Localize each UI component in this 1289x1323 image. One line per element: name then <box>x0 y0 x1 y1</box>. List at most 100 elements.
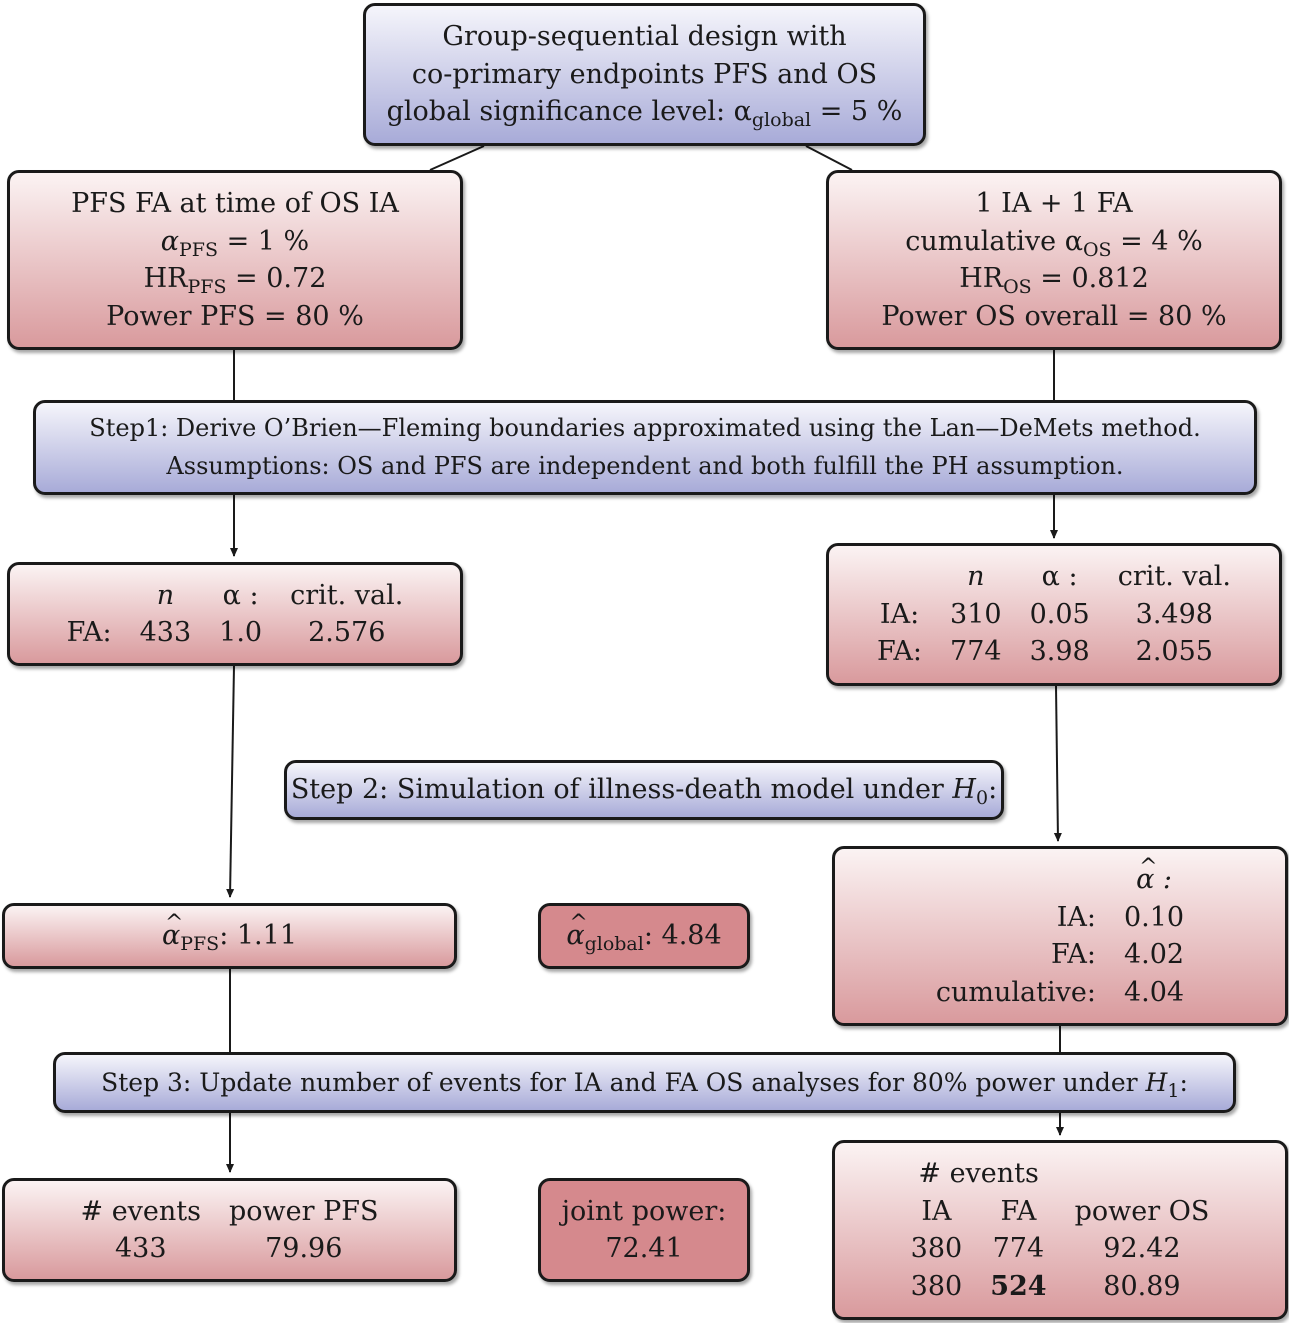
step3-box: Step 3: Update number of events for IA a… <box>53 1052 1236 1113</box>
os-hr: HROS = 0.812 <box>959 263 1149 298</box>
table-row: FA: 774 3.98 2.055 <box>863 633 1245 671</box>
os-design-box: 1 IA + 1 FA cumulative αOS = 4 % HROS = … <box>826 170 1282 350</box>
os-bounds-table: n α : crit. val. IA: 310 0.05 3.498 FA: … <box>863 558 1245 671</box>
table-cell: 380 <box>910 1233 963 1264</box>
os-design-title: 1 IA + 1 FA <box>975 188 1133 219</box>
table-row: cumulative: 4.04 <box>922 974 1198 1012</box>
pfs-simulated-alpha: αPFS: 1.11 <box>162 905 297 955</box>
table-header-row: n α : crit. val. <box>863 558 1245 596</box>
table-header-cell <box>863 558 936 596</box>
table-header-cell: n <box>967 561 985 593</box>
table-header-cell: α : <box>222 579 259 611</box>
step1-title: Step1: Derive O’Brien—Fleming boundaries… <box>89 414 1201 442</box>
joint-power-label: joint power: <box>561 1195 727 1227</box>
table-header-cell <box>53 577 126 615</box>
table-header-cell <box>922 861 1110 899</box>
table-header-row: # events power PFS <box>66 1193 392 1231</box>
table-header-cell: crit. val. <box>1117 561 1231 593</box>
pfs-power: Power PFS = 80 % <box>106 300 364 332</box>
os-simulated-alpha-table: α : IA: 0.10 FA: 4.02 cumulative: 4.04 <box>922 849 1198 1012</box>
table-cell: 4.04 <box>1123 976 1185 1008</box>
table-cell: 4.02 <box>1123 939 1185 970</box>
table-header-cell: crit. val. <box>290 579 404 611</box>
table-cell: FA: <box>1050 939 1096 970</box>
joint-power-value: 72.41 <box>605 1233 683 1264</box>
arrow-pfs-bounds-to-pfs-sim <box>226 665 235 898</box>
pfs-simulated-alpha-box: αPFS: 1.11 <box>2 903 457 969</box>
table-cell <box>1061 1155 1224 1193</box>
table-row: 433 79.96 <box>66 1230 392 1268</box>
joint-power-box: joint power: 72.41 <box>538 1178 750 1282</box>
table-cell: 80.89 <box>1103 1270 1181 1302</box>
table-title-row: # events <box>897 1155 1224 1193</box>
os-result-box: # events IA FA power OS 380 774 92.42 38… <box>832 1140 1288 1320</box>
design-endpoints: co-primary endpoints PFS and OS <box>411 58 878 90</box>
table-cell: 3.498 <box>1135 598 1213 630</box>
table-row: IA: 0.10 <box>922 899 1198 937</box>
arrow-os-bounds-to-os-sim <box>1053 685 1062 842</box>
events-title: # events <box>918 1158 1039 1189</box>
pfs-design-box: PFS FA at time of OS IA αPFS = 1 % HRPFS… <box>7 170 463 350</box>
table-cell: 2.576 <box>308 617 386 648</box>
os-power: Power OS overall = 80 % <box>881 300 1227 332</box>
table-cell: 774 <box>950 636 1002 668</box>
os-bounds-box: n α : crit. val. IA: 310 0.05 3.498 FA: … <box>826 543 1282 686</box>
table-row: FA: 433 1.0 2.576 <box>53 614 418 652</box>
table-header-cell: FA <box>1000 1195 1037 1227</box>
pfs-bounds-box: n α : crit. val. FA: 433 1.0 2.576 <box>7 562 463 666</box>
pfs-result-table: # events power PFS 433 79.96 <box>66 1193 392 1268</box>
table-header-row: α : <box>922 849 1198 899</box>
table-header-cell: IA <box>921 1195 952 1227</box>
pfs-result-box: # events power PFS 433 79.96 <box>2 1178 457 1282</box>
table-cell: 310 <box>950 598 1002 630</box>
table-cell: IA: <box>879 598 920 630</box>
step1-assumptions: Assumptions: OS and PFS are independent … <box>166 451 1124 480</box>
table-header-row: n α : crit. val. <box>53 577 418 615</box>
line-top-to-pfs <box>429 145 485 171</box>
table-cell: 92.42 <box>1103 1233 1181 1264</box>
line-top-to-os <box>805 145 853 171</box>
design-title: Group-sequential design with <box>442 21 847 53</box>
table-cell: 433 <box>139 617 192 648</box>
table-cell: 524 <box>990 1270 1047 1302</box>
table-cell: FA: <box>877 636 923 668</box>
pfs-hr: HRPFS = 0.72 <box>143 263 327 298</box>
table-cell: 1.0 <box>219 617 263 648</box>
table-row: 380 774 92.42 <box>897 1230 1224 1268</box>
table-row: 380 524 80.89 <box>897 1268 1224 1306</box>
design-overview-box: Group-sequential design with co-primary … <box>363 3 926 146</box>
table-cell: 0.05 <box>1029 598 1090 630</box>
table-header-cell: # events <box>80 1195 201 1227</box>
table-cell: cumulative: <box>935 976 1096 1008</box>
table-cell: 774 <box>992 1233 1045 1264</box>
table-header-row: IA FA power OS <box>897 1193 1224 1231</box>
pfs-bounds-table: n α : crit. val. FA: 433 1.0 2.576 <box>53 577 418 652</box>
os-result-table: # events IA FA power OS 380 774 92.42 38… <box>897 1155 1224 1305</box>
global-simulated-alpha: αglobal: 4.84 <box>566 905 721 955</box>
table-header-cell: n <box>156 579 175 611</box>
global-alpha: global significance level: αglobal = 5 % <box>386 96 903 132</box>
table-header-cell: α : <box>1041 561 1078 593</box>
step2-box: Step 2: Simulation of illness-death mode… <box>284 760 1004 820</box>
table-cell: 0.10 <box>1123 901 1185 933</box>
table-cell: 79.96 <box>265 1233 343 1264</box>
table-cell: FA: <box>66 617 112 648</box>
alpha-hat-symbol: α : <box>1136 849 1172 899</box>
table-cell: 2.055 <box>1135 636 1213 668</box>
step3-title: Step 3: Update number of events for IA a… <box>101 1067 1188 1102</box>
pfs-alpha: αPFS = 1 % <box>160 225 310 261</box>
step2-title: Step 2: Simulation of illness-death mode… <box>290 774 998 810</box>
table-cell: IA: <box>1056 901 1096 933</box>
step1-box: Step1: Derive O’Brien—Fleming boundaries… <box>33 400 1257 495</box>
os-alpha: cumulative αOS = 4 % <box>905 225 1203 261</box>
os-simulated-alpha-box: α : IA: 0.10 FA: 4.02 cumulative: 4.04 <box>832 846 1288 1026</box>
table-header-cell: power PFS <box>229 1195 379 1227</box>
table-cell: 433 <box>114 1233 167 1264</box>
global-simulated-alpha-box: αglobal: 4.84 <box>538 903 750 969</box>
table-cell: 3.98 <box>1029 636 1090 668</box>
table-header-cell: α : <box>1110 849 1198 899</box>
pfs-design-title: PFS FA at time of OS IA <box>71 188 399 219</box>
table-header-cell: power OS <box>1074 1195 1210 1227</box>
table-cell: 380 <box>910 1270 963 1302</box>
table-row: FA: 4.02 <box>922 936 1198 974</box>
